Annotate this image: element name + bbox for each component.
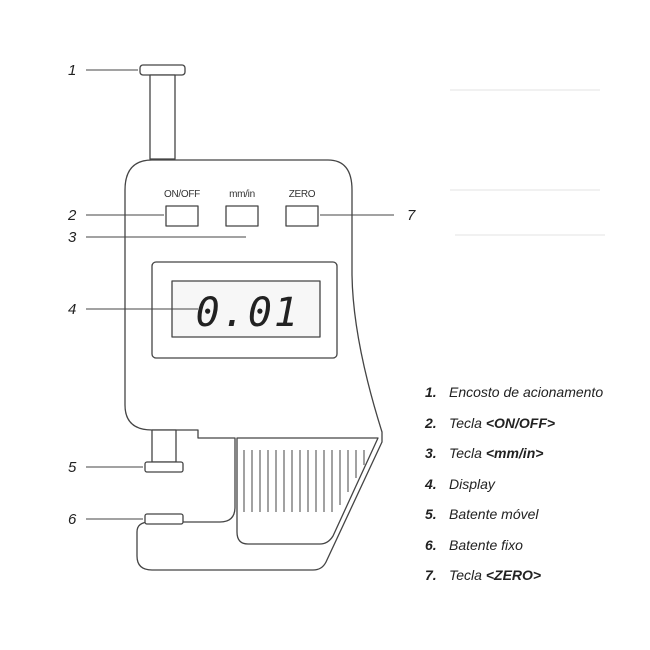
on-off-button-label: ON/OFF [164,189,200,200]
callout-3: 3 [68,229,77,246]
legend-item: 4. Display [425,469,645,500]
legend-item: 2. Tecla <ON/OFF> [425,408,645,439]
legend-item: 5. Batente móvel [425,499,645,530]
legend-label: Batente móvel [449,506,539,522]
legend-number: 1. [425,384,437,400]
legend-item: 6. Batente fixo [425,530,645,561]
callout-5: 5 [68,459,77,476]
legend-item: 3. Tecla <mm/in> [425,438,645,469]
legend-item: 7. Tecla <ZERO> [425,560,645,591]
legend-key: <ZERO> [485,567,542,583]
callout-4: 4 [68,301,76,318]
legend-label: Batente fixo [449,536,523,553]
background-traces [450,89,605,236]
callout-1: 1 [68,62,76,79]
movable-stop [144,429,184,473]
legend-key: <ON/OFF> [485,414,556,431]
gauge-body [124,159,383,571]
parts-legend: 1. Encosto de acionamento 2. Tecla <ON/OFF… [425,377,645,591]
legend-number: 7. [425,567,437,583]
legend-key: <mm/in> [485,445,544,461]
callout-2: 2 [67,207,77,224]
actuating-stop [139,64,186,160]
mm-in-button[interactable] [225,205,259,227]
legend-label: Tecla [449,567,486,583]
on-off-button[interactable] [165,205,199,227]
legend-number: 6. [425,536,437,553]
callout-7: 7 [407,207,416,224]
legend-number: 4. [425,475,437,492]
legend-item: 1. Encosto de acionamento [425,377,645,408]
legend-number: 3. [425,445,437,461]
legend-number: 2. [425,414,437,431]
zero-button-label: ZERO [289,189,316,200]
display-reading: 0.01 [196,290,300,336]
mm-in-button-label: mm/in [229,189,255,200]
legend-label: Tecla [449,445,486,461]
callout-6: 6 [68,511,77,528]
legend-label: Tecla [449,414,486,431]
zero-button[interactable] [285,205,319,227]
legend-label: Encosto de acionamento [449,384,604,400]
fixed-stop [144,513,184,525]
grip-panel [236,437,379,545]
legend-label: Display [449,475,495,492]
legend-number: 5. [425,506,437,522]
